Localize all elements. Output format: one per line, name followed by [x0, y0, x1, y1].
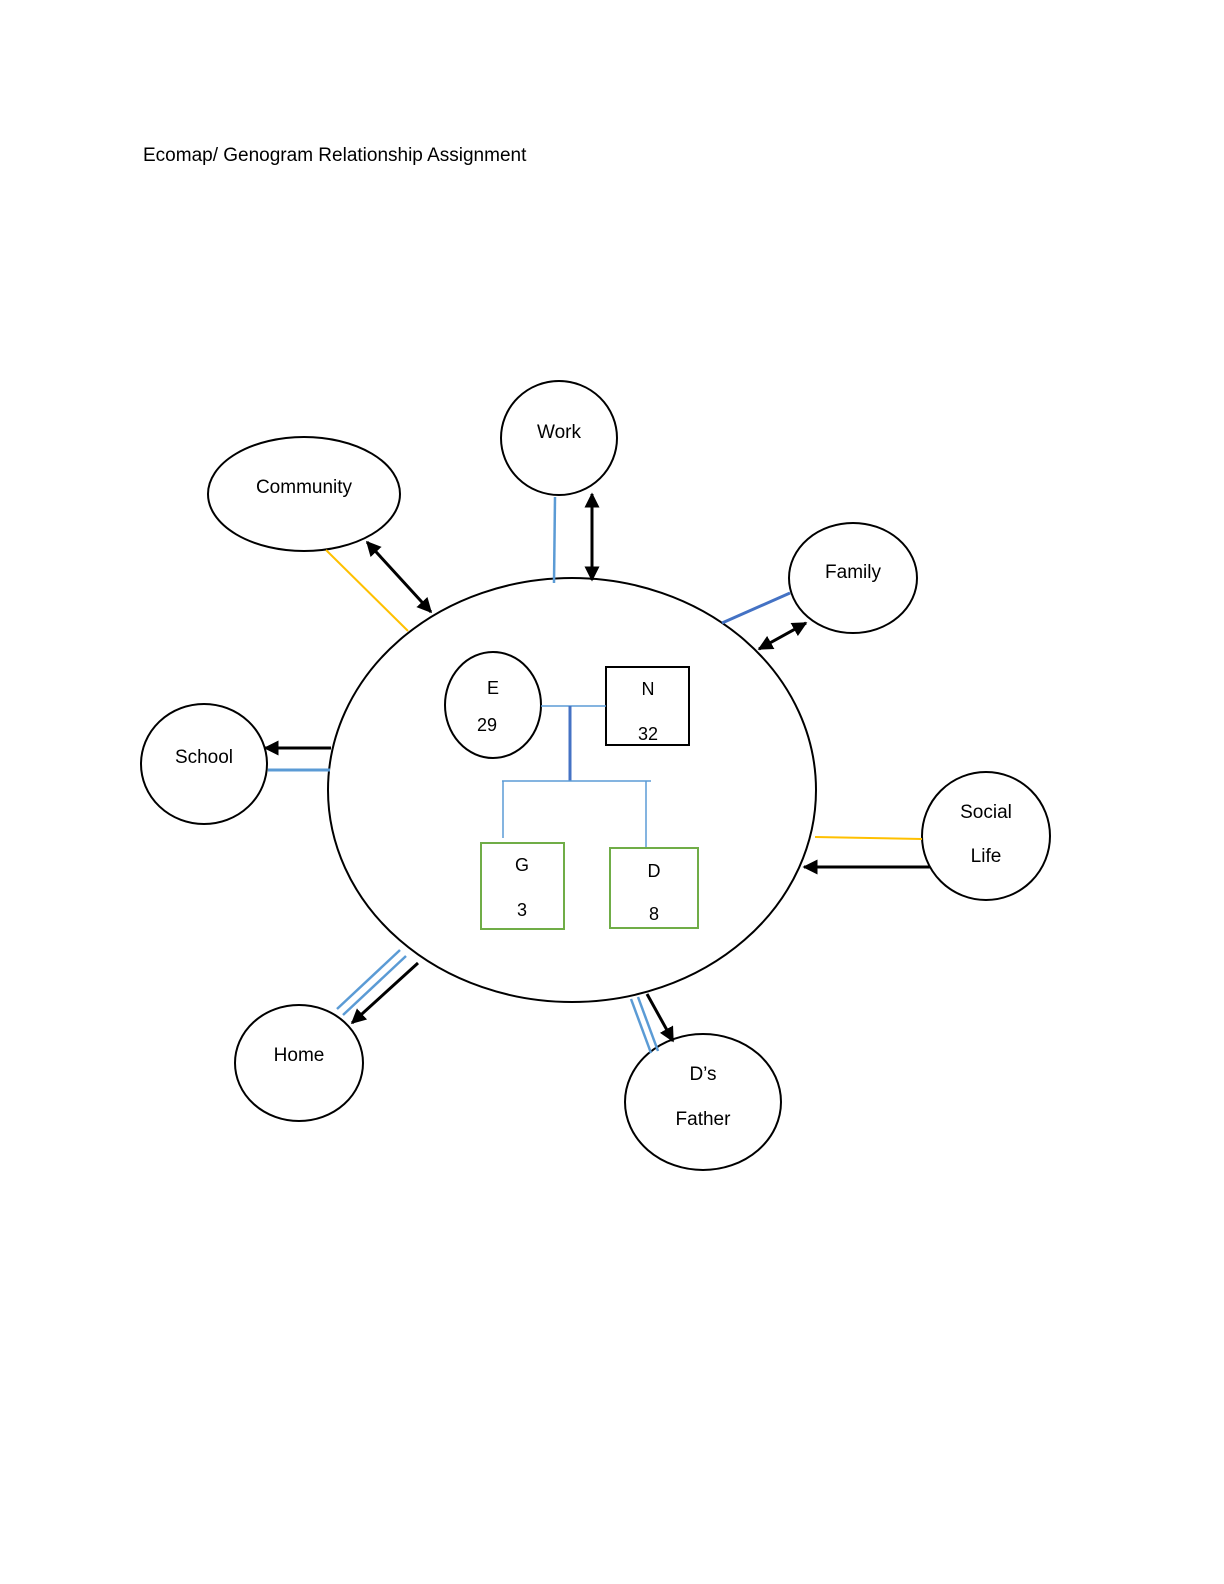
community-label: Community — [256, 477, 353, 498]
mother-initial: E — [487, 678, 499, 698]
community-energy-arrow — [365, 540, 433, 614]
partner-symbol — [605, 666, 690, 746]
work-node — [500, 380, 618, 496]
fathers-label-line1: D’s — [689, 1064, 716, 1085]
household-circle — [327, 577, 817, 1003]
fathers-connection-line-2 — [636, 996, 660, 1052]
work-label: Work — [537, 422, 581, 443]
fathers-node — [624, 1033, 782, 1171]
mother-symbol — [444, 651, 542, 759]
community-connection-line — [325, 549, 409, 632]
home-label: Home — [274, 1045, 325, 1066]
child-d-symbol — [609, 847, 699, 929]
family-connection-line — [721, 591, 791, 625]
community-node — [207, 436, 401, 552]
page-title: Ecomap/ Genogram Relationship Assignment — [143, 145, 527, 166]
child-g-age: 3 — [517, 900, 527, 920]
child-g-initial: G — [515, 855, 529, 875]
social-life-connection-line — [814, 836, 923, 840]
child-g-symbol — [480, 842, 565, 930]
family-node — [788, 522, 918, 634]
home-connection-line-1 — [336, 949, 401, 1010]
home-node — [234, 1004, 364, 1122]
home-energy-arrow — [350, 961, 420, 1025]
social-life-label-line1: Social — [960, 802, 1012, 823]
social-life-node — [921, 771, 1051, 901]
partner-age: 32 — [638, 724, 658, 744]
fathers-connection-line-1 — [629, 998, 653, 1054]
family-label: Family — [825, 562, 881, 583]
child-d-initial: D — [648, 861, 661, 881]
work-connection-line — [552, 496, 557, 584]
mother-age: 29 — [477, 715, 497, 735]
child-d-age: 8 — [649, 904, 659, 924]
school-label: School — [175, 747, 233, 768]
fathers-energy-arrow — [645, 993, 675, 1043]
social-life-label-line2: Life — [971, 846, 1002, 867]
partner-initial: N — [642, 679, 655, 699]
fathers-label-line2: Father — [676, 1109, 732, 1130]
school-node — [140, 703, 268, 825]
family-energy-arrow — [757, 621, 808, 651]
home-connection-line-2 — [342, 955, 407, 1016]
